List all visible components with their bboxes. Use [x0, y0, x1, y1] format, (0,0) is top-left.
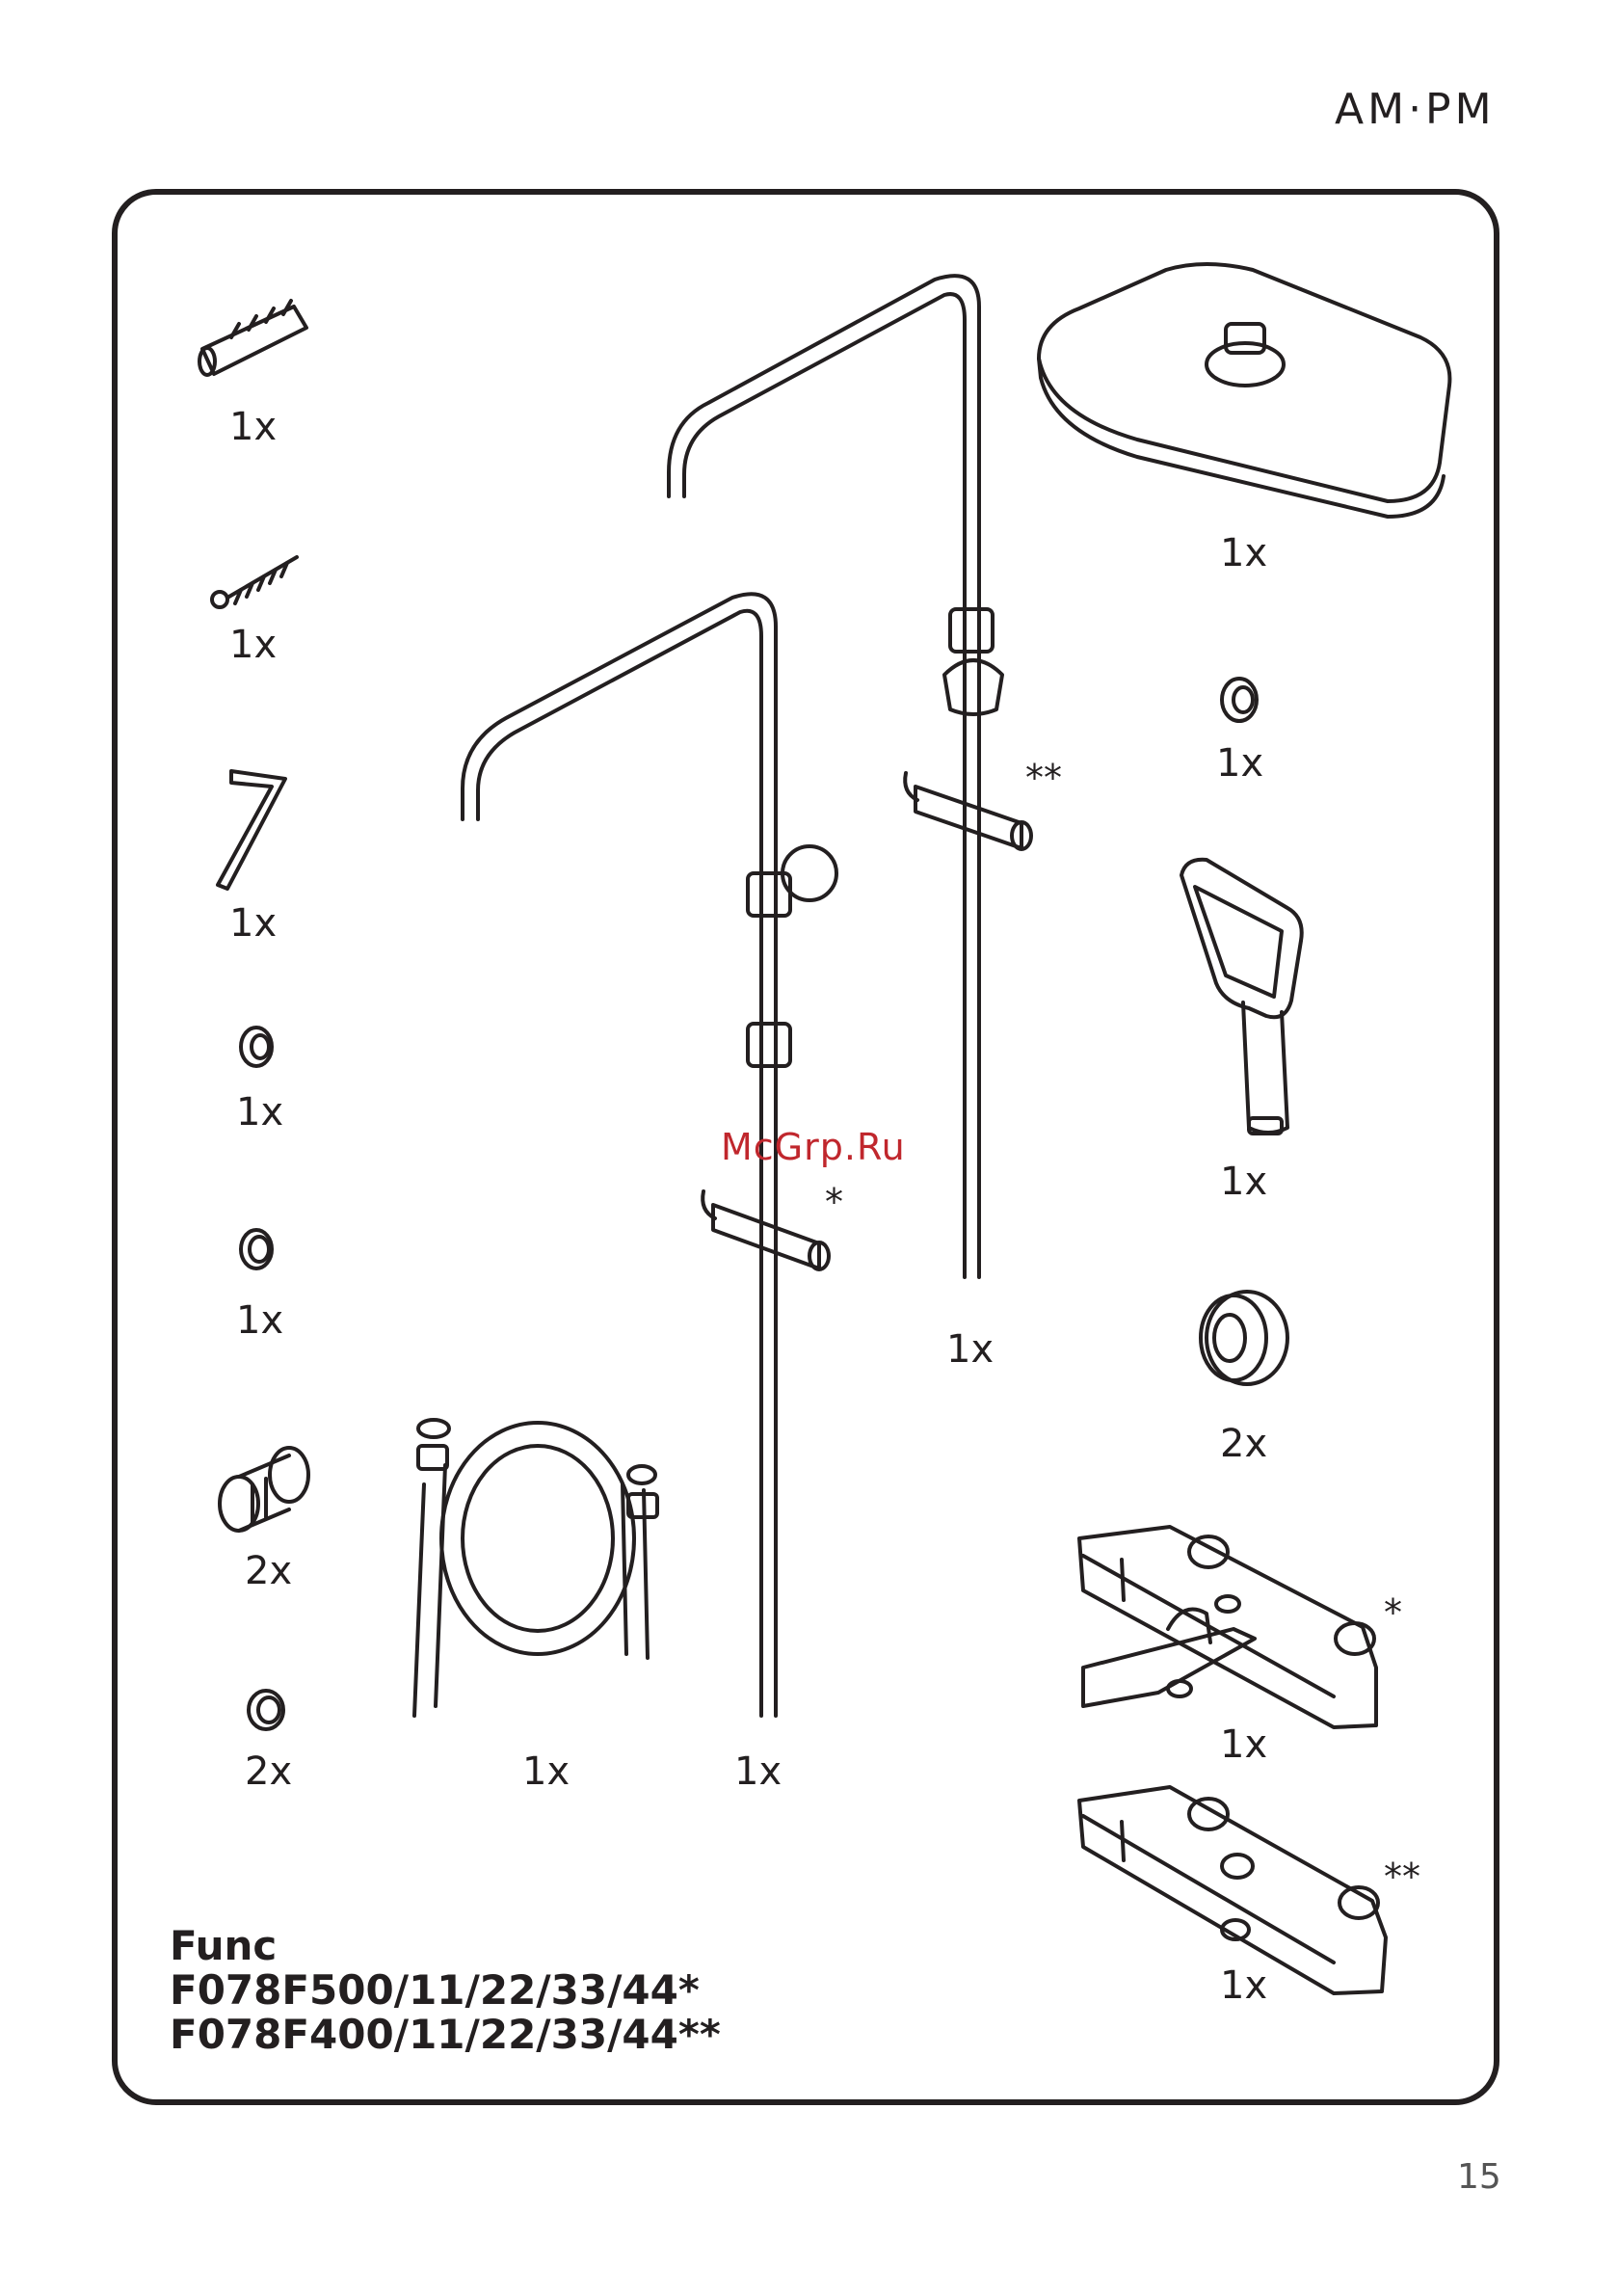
qty-overhead-shower: 1x	[1220, 534, 1267, 573]
hand-shower-icon	[1181, 860, 1302, 1134]
bath-mixer-icon	[1079, 1527, 1376, 1727]
page-number: 15	[1457, 2157, 1501, 2197]
eccentric-adapter-icon	[220, 1448, 308, 1531]
qty-rail-slider: 1x	[946, 1330, 994, 1369]
qty-screw: 1x	[229, 626, 277, 664]
mark-single-holder: *	[825, 1184, 843, 1220]
overhead-shower-icon	[1039, 264, 1449, 517]
qty-hose: 1x	[522, 1752, 570, 1791]
model-series: Func	[170, 1924, 721, 1968]
qty-bath-mixer: 1x	[1220, 1725, 1267, 1764]
qty-rosette: 2x	[1220, 1425, 1267, 1463]
hex-key-icon	[218, 771, 285, 889]
qty-seal-small-1: 1x	[236, 1093, 283, 1132]
model-designation: Func F078F500/11/22/33/44* F078F400/11/2…	[170, 1924, 721, 2057]
qty-hand-shower: 1x	[1220, 1162, 1267, 1201]
model-code-bath: F078F500/11/22/33/44*	[170, 1968, 721, 2013]
rosette-icon	[1201, 1292, 1287, 1384]
qty-filter-washer-2: 2x	[245, 1752, 292, 1791]
model-code-shower: F078F400/11/22/33/44**	[170, 2013, 721, 2057]
qty-dowel: 1x	[229, 408, 277, 446]
qty-seal-small-2: 1x	[1216, 744, 1263, 783]
qty-shower-mixer: 1x	[1220, 1966, 1267, 2005]
seal-small-icon	[241, 1028, 272, 1066]
mark-single-bath-mixer: *	[1384, 1594, 1402, 1631]
qty-filter-washer-1: 1x	[236, 1301, 283, 1340]
filter-washer-icon	[241, 1230, 272, 1268]
qty-eccentric-adapter: 2x	[245, 1552, 292, 1590]
qty-hex-key: 1x	[229, 904, 277, 943]
watermark: McGrp.Ru	[721, 1126, 906, 1168]
shower-mixer-icon	[1079, 1787, 1386, 1993]
seal-small-icon	[1222, 679, 1257, 721]
hose-icon	[414, 1420, 657, 1716]
mark-double-slider: **	[1025, 760, 1062, 796]
screw-icon	[212, 557, 297, 607]
mark-double-shower-mixer: **	[1384, 1858, 1420, 1895]
dowel-icon	[199, 301, 306, 375]
filter-washer-icon	[249, 1691, 283, 1729]
qty-rail-holder: 1x	[734, 1752, 782, 1791]
